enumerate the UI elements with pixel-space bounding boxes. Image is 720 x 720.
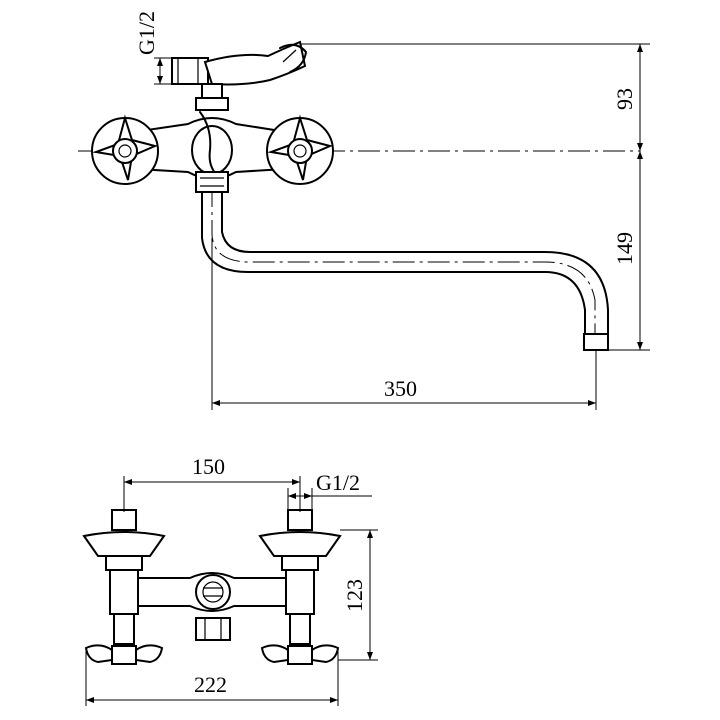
inlet-fitting — [171, 40, 307, 86]
dim-top-g-label: G1/2 — [134, 11, 159, 55]
spout-tube-outer — [201, 191, 586, 351]
dim-bottom-g-label: G1/2 — [316, 470, 360, 495]
dim-149-label: 149 — [612, 232, 637, 265]
diverter-collar — [195, 97, 229, 111]
left-cross-handle — [91, 114, 159, 185]
spout-centerline — [211, 185, 596, 340]
right-front-handle — [260, 644, 340, 665]
dim-right-vertical: 93 149 — [300, 43, 650, 351]
left-front-handle — [84, 644, 164, 665]
right-cross-handle — [266, 114, 334, 185]
right-escutcheon — [258, 531, 342, 557]
dim-350: 350 — [211, 238, 597, 410]
dim-222-label: 222 — [194, 672, 227, 697]
left-inlet-cap — [111, 509, 137, 531]
dim-123: 123 — [338, 529, 378, 661]
right-valve-body — [285, 569, 315, 615]
dim-top-g: G1/2 — [134, 11, 172, 85]
diverter-boss — [195, 574, 231, 610]
left-valve-body — [109, 569, 139, 615]
dim-350-label: 350 — [384, 376, 417, 401]
left-lower-stem — [113, 613, 135, 645]
dim-222: 222 — [85, 648, 339, 706]
front-view: 150 G1/2 123 222 — [82, 454, 378, 706]
right-inlet-cap — [287, 509, 313, 531]
dim-bottom-g: G1/2 — [287, 470, 372, 512]
side-view: G1/2 93 149 350 — [78, 11, 650, 410]
left-escutcheon — [82, 531, 166, 557]
spout-outlet — [195, 617, 231, 641]
right-lower-stem — [289, 613, 311, 645]
dim-150: 150 — [123, 454, 301, 512]
right-union-nut — [281, 555, 319, 571]
left-union-nut — [105, 555, 143, 571]
spout-nut — [195, 171, 229, 193]
dim-150-label: 150 — [192, 454, 225, 479]
dim-93-label: 93 — [612, 88, 637, 110]
aerator — [583, 333, 609, 351]
spout-tube-inner — [221, 191, 609, 351]
dim-123-label: 123 — [342, 579, 367, 612]
